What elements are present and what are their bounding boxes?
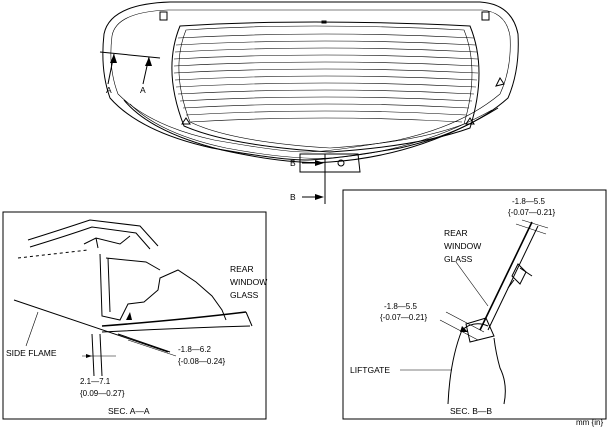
top-center-mark <box>321 20 327 24</box>
dim-a-upper-line <box>117 333 171 353</box>
section-b-glass-leader <box>455 261 489 307</box>
dim-a-lower-line-1 <box>91 333 95 377</box>
section-b-frame <box>342 189 607 420</box>
section-b-liftgate-inner <box>493 337 506 405</box>
section-a-upper-body <box>27 219 159 247</box>
section-b-rear-window-label-1: REAR <box>444 228 468 238</box>
handle-recess <box>299 153 361 173</box>
section-a-title: SEC. A—A <box>108 406 150 416</box>
section-a-dim-upper-in: {-0.08—0.24} <box>178 357 225 366</box>
section-marker-a2: A <box>140 85 146 95</box>
section-b-dim-top-in: {-0.07—0.21} <box>508 208 555 217</box>
upper-left-fitting <box>159 11 168 21</box>
section-a-glass-lower <box>101 325 251 333</box>
section-a-upper-clip <box>83 235 131 249</box>
camera-icon <box>337 159 345 167</box>
lower-left-clip <box>181 117 191 125</box>
section-a-arrowhead-2 <box>145 57 152 66</box>
section-a-panel: REAR WINDOW GLASS SIDE FLAME -1.8—6.2 {-… <box>2 211 267 420</box>
section-a-seal-profile-inner <box>105 257 161 313</box>
section-a-dashed <box>17 249 89 259</box>
liftgate-lower-edge-inner <box>129 103 493 159</box>
liftgate-outline <box>102 1 519 161</box>
section-a-frame <box>2 211 267 420</box>
defroster-lines <box>173 33 479 123</box>
upper-right-fitting <box>481 11 490 21</box>
liftgate-label: LIFTGATE <box>350 365 390 375</box>
right-hinge-clip <box>495 77 505 87</box>
section-a-marker-triangle <box>126 312 132 320</box>
section-a-rear-window-label-3: GLASS <box>230 290 259 300</box>
lower-right-clip <box>465 117 475 125</box>
section-a-rear-window-label-2: WINDOW <box>230 277 267 287</box>
section-b-liftgate-outer <box>447 329 463 405</box>
section-b-dim-left-in: {-0.07—0.21} <box>380 313 427 322</box>
section-a-glass <box>101 311 247 327</box>
section-b-glass-inner <box>487 225 539 331</box>
section-b-seal <box>465 317 495 343</box>
section-b-arrowhead-2 <box>315 194 324 200</box>
section-marker-a1: A <box>106 85 112 95</box>
section-b-glass-outer <box>479 221 533 331</box>
section-a-dim-upper-mm: -1.8—6.2 <box>178 345 211 354</box>
section-b-dim-left-mm: -1.8—5.5 <box>384 302 417 311</box>
section-b-rear-window-label-3: GLASS <box>444 254 473 264</box>
section-marker-b2: B <box>290 192 296 202</box>
section-b-dim-top-mm: -1.8—5.5 <box>512 197 545 206</box>
section-b-dim-left-line-2 <box>445 311 485 333</box>
units-label: mm {in} <box>576 418 603 427</box>
side-flame-label: SIDE FLAME <box>6 348 57 358</box>
section-b-dim-top-ext <box>521 219 549 229</box>
side-flame-line <box>13 299 169 353</box>
dim-a-lower-line-2 <box>99 333 103 377</box>
liftgate-lower-edge <box>123 99 499 163</box>
section-a-seal-profile <box>99 253 227 321</box>
section-b-panel: -1.8—5.5 {-0.07—0.21} REAR WINDOW GLASS … <box>342 189 607 420</box>
liftgate-top-view: A A B B <box>99 1 519 204</box>
section-a-arrowhead-1 <box>110 54 117 63</box>
section-a-upper-body-inner <box>29 226 151 250</box>
section-b-dim-left-arrow <box>460 326 468 332</box>
section-b-rear-window-label-2: WINDOW <box>444 241 481 251</box>
section-a-dim-lower-in: {0.09—0.27} <box>80 389 125 398</box>
section-b-arrowhead-1 <box>315 160 324 166</box>
section-a-cut-line <box>99 51 161 59</box>
section-b-clip-ticks <box>519 267 533 277</box>
section-marker-b1: B <box>290 158 296 168</box>
section-b-glass-ext <box>515 223 547 235</box>
glass-inner-outline <box>178 25 473 149</box>
section-b-dim-left-line-1 <box>439 319 479 341</box>
side-flame-leader <box>25 311 39 347</box>
section-a-glass-end <box>245 311 253 327</box>
section-a-rear-window-label-1: REAR <box>230 264 254 274</box>
glass-outline <box>171 21 480 153</box>
section-a-dim-lower-mm: 2.1—7.1 <box>80 377 111 386</box>
section-b-title: SEC. B—B <box>450 406 492 416</box>
dim-a-upper-ext <box>127 339 177 357</box>
dim-a-lower-arrow <box>86 354 92 358</box>
